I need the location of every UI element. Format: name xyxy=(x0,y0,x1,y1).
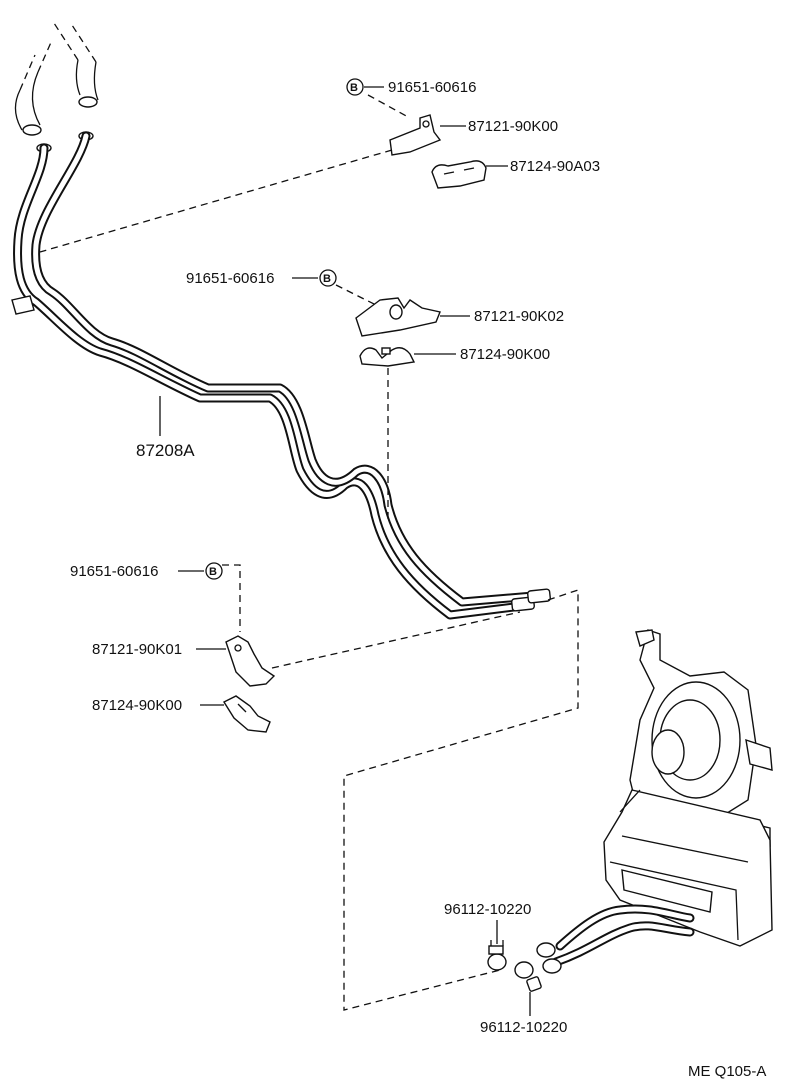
clamp-top-part xyxy=(431,160,487,189)
hose-clamp-lower-label: 96112-10220 xyxy=(480,1019,567,1036)
hose-clamp-upper: 96112-10220 xyxy=(444,901,531,971)
bracket-low-part xyxy=(225,635,276,687)
bracket-mid-label: 87121-90K02 xyxy=(474,308,564,325)
bracket-group-mid: 91651-60616 B 87121-90K02 87124-90K00 xyxy=(186,269,564,520)
clamp-low-label: 87124-90K00 xyxy=(92,697,182,714)
callout-b-top-letter: B xyxy=(350,82,358,94)
heater-water-pipe xyxy=(11,19,551,620)
clamp-low-part xyxy=(222,695,271,733)
top-bracket-guide xyxy=(39,149,393,253)
callout-b-mid xyxy=(319,269,337,287)
clamp-top-label: 87124-90A03 xyxy=(510,158,600,175)
callout-b-top xyxy=(346,78,364,96)
callout-b-low-letter: B xyxy=(209,566,217,578)
bracket-low-label: 87121-90K01 xyxy=(92,641,182,658)
clamp-mid-label: 87124-90K00 xyxy=(460,346,550,363)
figure-code: ME Q105-A xyxy=(688,1063,766,1080)
pipe-end-fittings xyxy=(511,588,551,612)
bracket-top-part xyxy=(389,114,442,156)
low-bracket-guide xyxy=(271,611,521,669)
bracket-top-label: 87121-90K00 xyxy=(468,118,558,135)
bracket-group-top: B 91651-60616 87121-90K00 87124-90A03 xyxy=(39,78,600,253)
callout-b-low xyxy=(205,562,223,580)
hose-clamp-upper-label: 96112-10220 xyxy=(444,901,531,918)
bolt-top-label: 91651-60616 xyxy=(388,79,476,96)
callout-b-mid-letter: B xyxy=(323,273,331,285)
bracket-group-low: 91651-60616 B 87121-90K01 87124-90K00 xyxy=(70,562,521,733)
bolt-mid-label: 91651-60616 xyxy=(186,270,274,287)
heater-unit xyxy=(536,629,773,974)
heater-connection-guide xyxy=(343,589,579,1011)
bolt-low-label: 91651-60616 xyxy=(70,563,158,580)
clamp-mid-part xyxy=(359,347,416,367)
pipe-part-label: 87208A xyxy=(136,441,195,460)
hose-clamp-lower: 96112-10220 xyxy=(480,961,567,1036)
